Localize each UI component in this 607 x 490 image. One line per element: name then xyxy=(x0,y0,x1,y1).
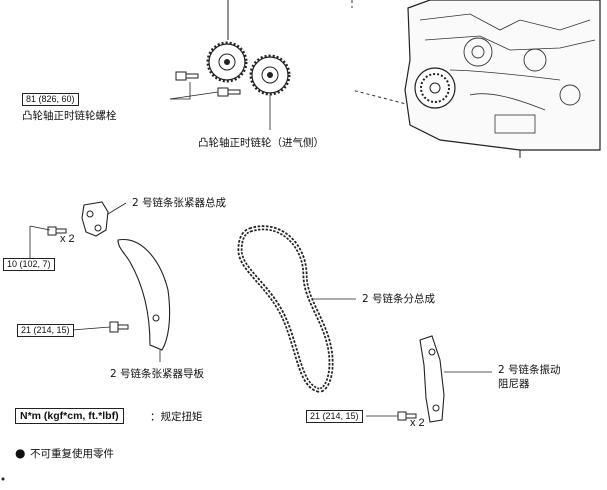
label-no2-tensioner-assy: 2 号链条张紧器总成 xyxy=(132,197,227,209)
chain-tensioner-icon xyxy=(81,201,109,237)
camshaft-sprocket-exhaust-icon xyxy=(206,41,248,83)
label-camshaft-timing-sprocket: 凸轮轴正时链轮（进气侧） xyxy=(198,137,324,149)
torque-box-tensioner-bolt: 10 (102, 7) xyxy=(3,258,55,271)
engine-block xyxy=(404,0,601,158)
legend-torque-desc: ：规定扭矩 xyxy=(150,411,203,423)
tensioner-bolt-icon xyxy=(47,226,67,236)
torque-box-guide-bolt: 21 (214, 15) xyxy=(17,324,74,337)
chain-icon xyxy=(237,225,334,393)
label-no2-vibration-damper-line2: 阻尼器 xyxy=(498,378,530,390)
vibration-damper-icon xyxy=(419,335,445,423)
legend-non-reusable-desc: 不可重复使用零件 xyxy=(30,448,114,460)
alignment-dashed-line-2 xyxy=(351,89,411,106)
label-no2-chain-subassy: 2 号链条分总成 xyxy=(362,293,436,305)
label-no2-vibration-damper: 2 号链条振动 xyxy=(498,364,561,376)
label-camshaft-timing-bolt: 凸轮轴正时链轮螺栓 xyxy=(22,110,117,122)
legend-non-reusable-icon: ● xyxy=(15,446,26,460)
engine-sprocket-icon xyxy=(414,67,456,109)
camshaft-bolt-2-icon xyxy=(217,87,241,97)
tensioner-bolt-qty: x 2 xyxy=(60,233,75,245)
tensioner-slipper-icon xyxy=(117,239,171,351)
damper-bolt-qty: x 2 xyxy=(410,417,425,429)
camshaft-sprocket-intake-icon xyxy=(249,54,291,96)
torque-box-camshaft-bolt: 81 (826, 60) xyxy=(22,93,79,106)
torque-box-damper-bolt: 21 (214, 15) xyxy=(306,410,363,423)
camshaft-bolt-icon xyxy=(175,71,199,81)
guide-bolt-icon xyxy=(109,321,129,333)
label-no2-tensioner-slipper: 2 号链条张紧器导板 xyxy=(110,368,205,380)
legend-torque-unit: N*m (kgf*cm, ft.*lbf) xyxy=(15,408,124,424)
